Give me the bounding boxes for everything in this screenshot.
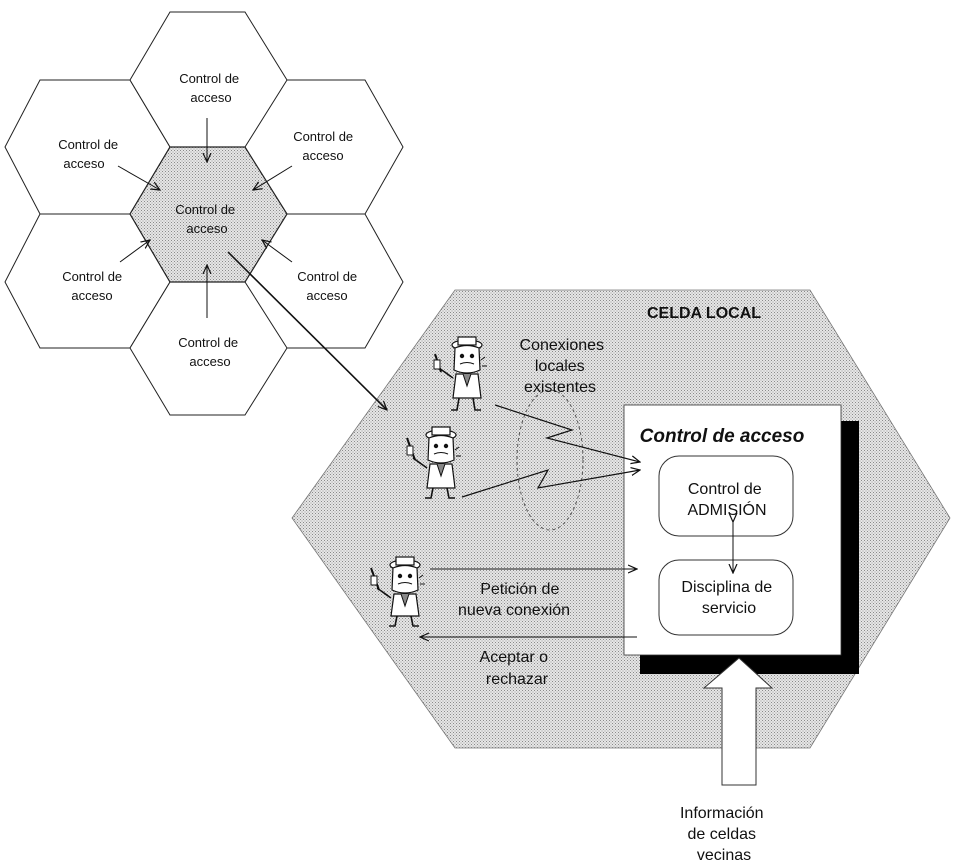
cell-upper-right-label: Control de acceso bbox=[293, 129, 357, 163]
zoom-arrow bbox=[227, 251, 387, 410]
admission-label: Control de ADMISIÓN bbox=[687, 481, 766, 519]
cell-top-label: Control de acceso bbox=[179, 71, 243, 105]
cell-lower-left-label: Control de acceso bbox=[62, 269, 126, 303]
arrow-lr-to-center bbox=[262, 240, 293, 263]
response-label: Aceptar o rechazar bbox=[480, 649, 553, 688]
existing-connections-label: Conexiones locales existentes bbox=[520, 337, 609, 396]
cell-upper-left-label: Control de acceso bbox=[58, 137, 122, 171]
neighbor-info-label: Información de celdas vecinas bbox=[680, 805, 768, 863]
user-agent-icon bbox=[406, 426, 461, 499]
user-agent-icon bbox=[433, 336, 487, 411]
local-cell-title: CELDA LOCAL bbox=[647, 305, 761, 322]
cell-bottom-label: Control de acceso bbox=[178, 335, 242, 369]
hex-cluster: Control de acceso Control de acceso Cont… bbox=[4, 11, 404, 416]
cell-lower-right-label: Control de acceso bbox=[297, 269, 361, 303]
user-agent-icon bbox=[370, 556, 425, 627]
cell-center-label: Control de acceso bbox=[175, 202, 239, 236]
arrow-ul-to-center bbox=[117, 165, 160, 190]
arrow-ll-to-center bbox=[119, 240, 150, 263]
hex-cell-center bbox=[129, 146, 288, 283]
box-title: Control de acceso bbox=[640, 426, 805, 447]
admission-box bbox=[658, 455, 794, 537]
access-control-box: Control de acceso Control de ADMISIÓN Di… bbox=[623, 404, 859, 674]
neighbor-info-arrow bbox=[702, 657, 774, 786]
existing-connections-ellipse bbox=[516, 389, 584, 531]
existing-connection-1 bbox=[494, 404, 640, 462]
existing-connection-2 bbox=[461, 470, 640, 498]
request-label: Petición de nueva conexión bbox=[458, 581, 570, 619]
arrow-ur-to-center bbox=[253, 165, 293, 190]
discipline-box bbox=[658, 559, 794, 636]
discipline-label: Disciplina de servicio bbox=[681, 579, 776, 617]
